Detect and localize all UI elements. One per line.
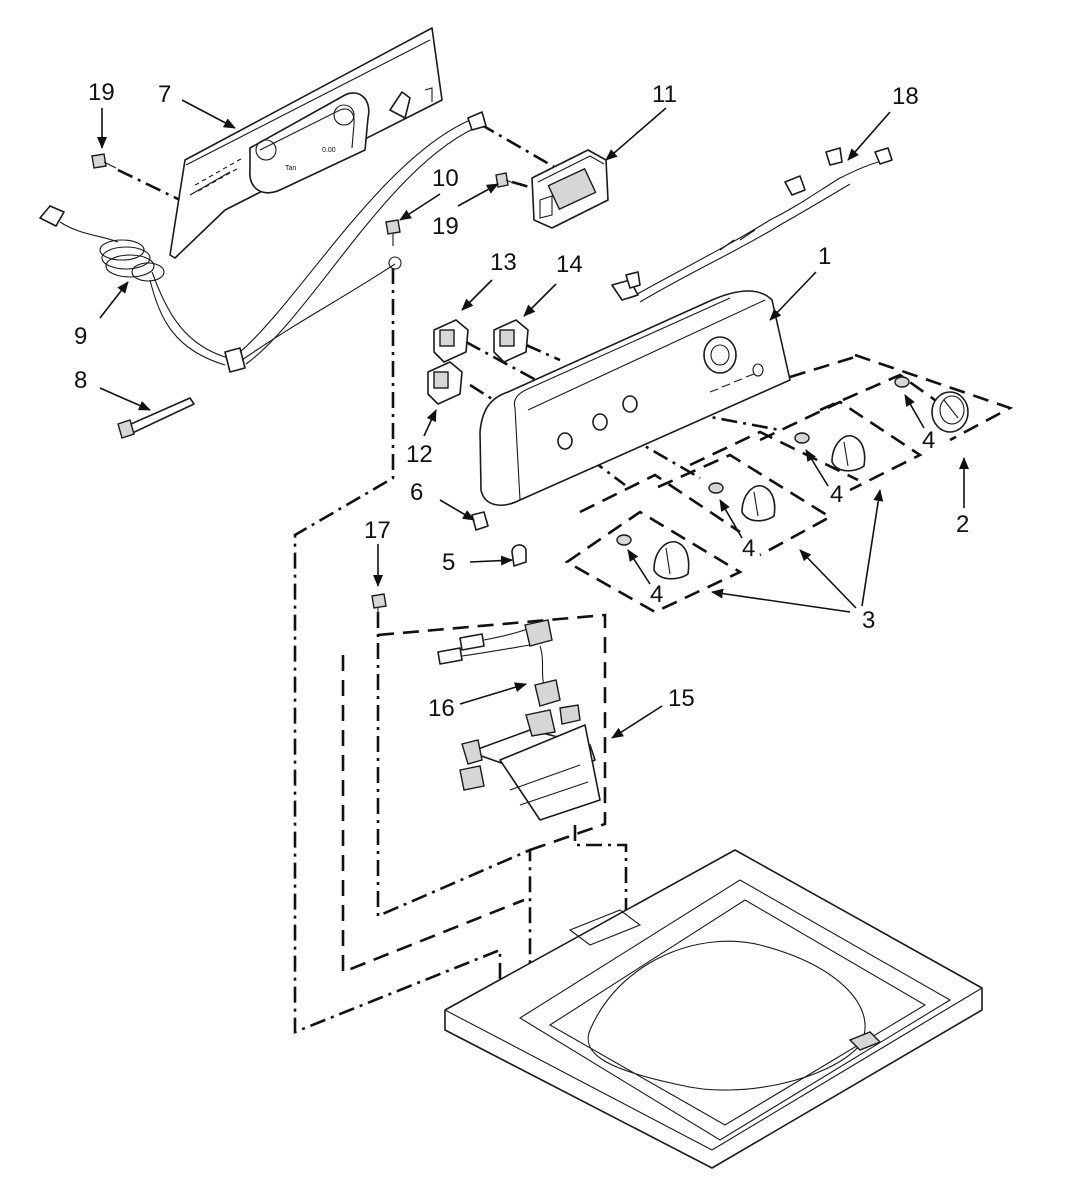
callout-7: 7 [158, 81, 171, 108]
callout-16: 16 [428, 695, 455, 722]
ground-screw [385, 219, 401, 246]
knob-second [741, 485, 776, 522]
callout-4-second: 4 [742, 535, 755, 562]
cable-tie [117, 397, 195, 439]
callout-14: 14 [556, 251, 583, 278]
callout-9: 9 [74, 323, 87, 350]
callout-12: 12 [406, 441, 433, 468]
cabinet-top [444, 849, 983, 1169]
water-valve [459, 704, 601, 821]
callout-18: 18 [892, 83, 919, 110]
callout-11: 11 [652, 81, 677, 108]
valve-wiring [437, 619, 561, 707]
callout-17: 17 [364, 517, 391, 544]
knob-front [653, 541, 690, 580]
panel-text-right: 0.00 [322, 147, 336, 154]
knob-inserts [616, 376, 910, 546]
control-board [531, 149, 609, 229]
callout-4-right: 4 [922, 427, 935, 454]
knob-third [831, 435, 866, 472]
switch-12 [427, 361, 463, 405]
callout-13: 13 [490, 249, 517, 276]
callout-4-third: 4 [830, 481, 843, 508]
switch-13 [433, 319, 469, 363]
clip-5 [511, 544, 527, 567]
clip-6 [471, 511, 489, 531]
callout-leaders [97, 99, 969, 739]
callout-6: 6 [410, 479, 423, 506]
callout-labels: 19 7 11 18 10 19 1 13 14 9 8 12 4 2 4 6 … [74, 79, 969, 722]
callout-3: 3 [862, 607, 875, 634]
wire-harness [611, 147, 893, 303]
callout-15: 15 [668, 685, 695, 712]
callout-19-left: 19 [88, 79, 115, 106]
panel-text-left: Tan [285, 165, 296, 172]
power-cord [39, 111, 487, 373]
valve-screw [371, 593, 387, 620]
callout-4-front: 4 [650, 581, 663, 608]
knob-round [931, 391, 969, 433]
callout-10: 10 [432, 165, 459, 192]
callout-2: 2 [956, 511, 969, 538]
rear-console-panel: Tan 0.00 [169, 27, 443, 259]
callout-8: 8 [74, 367, 87, 394]
callout-1: 1 [818, 243, 831, 270]
switch-14 [493, 319, 529, 363]
screw-right [495, 172, 517, 188]
console [479, 290, 791, 506]
callout-19-right: 19 [432, 213, 459, 240]
screw-left [91, 153, 117, 169]
callout-5: 5 [442, 549, 455, 576]
